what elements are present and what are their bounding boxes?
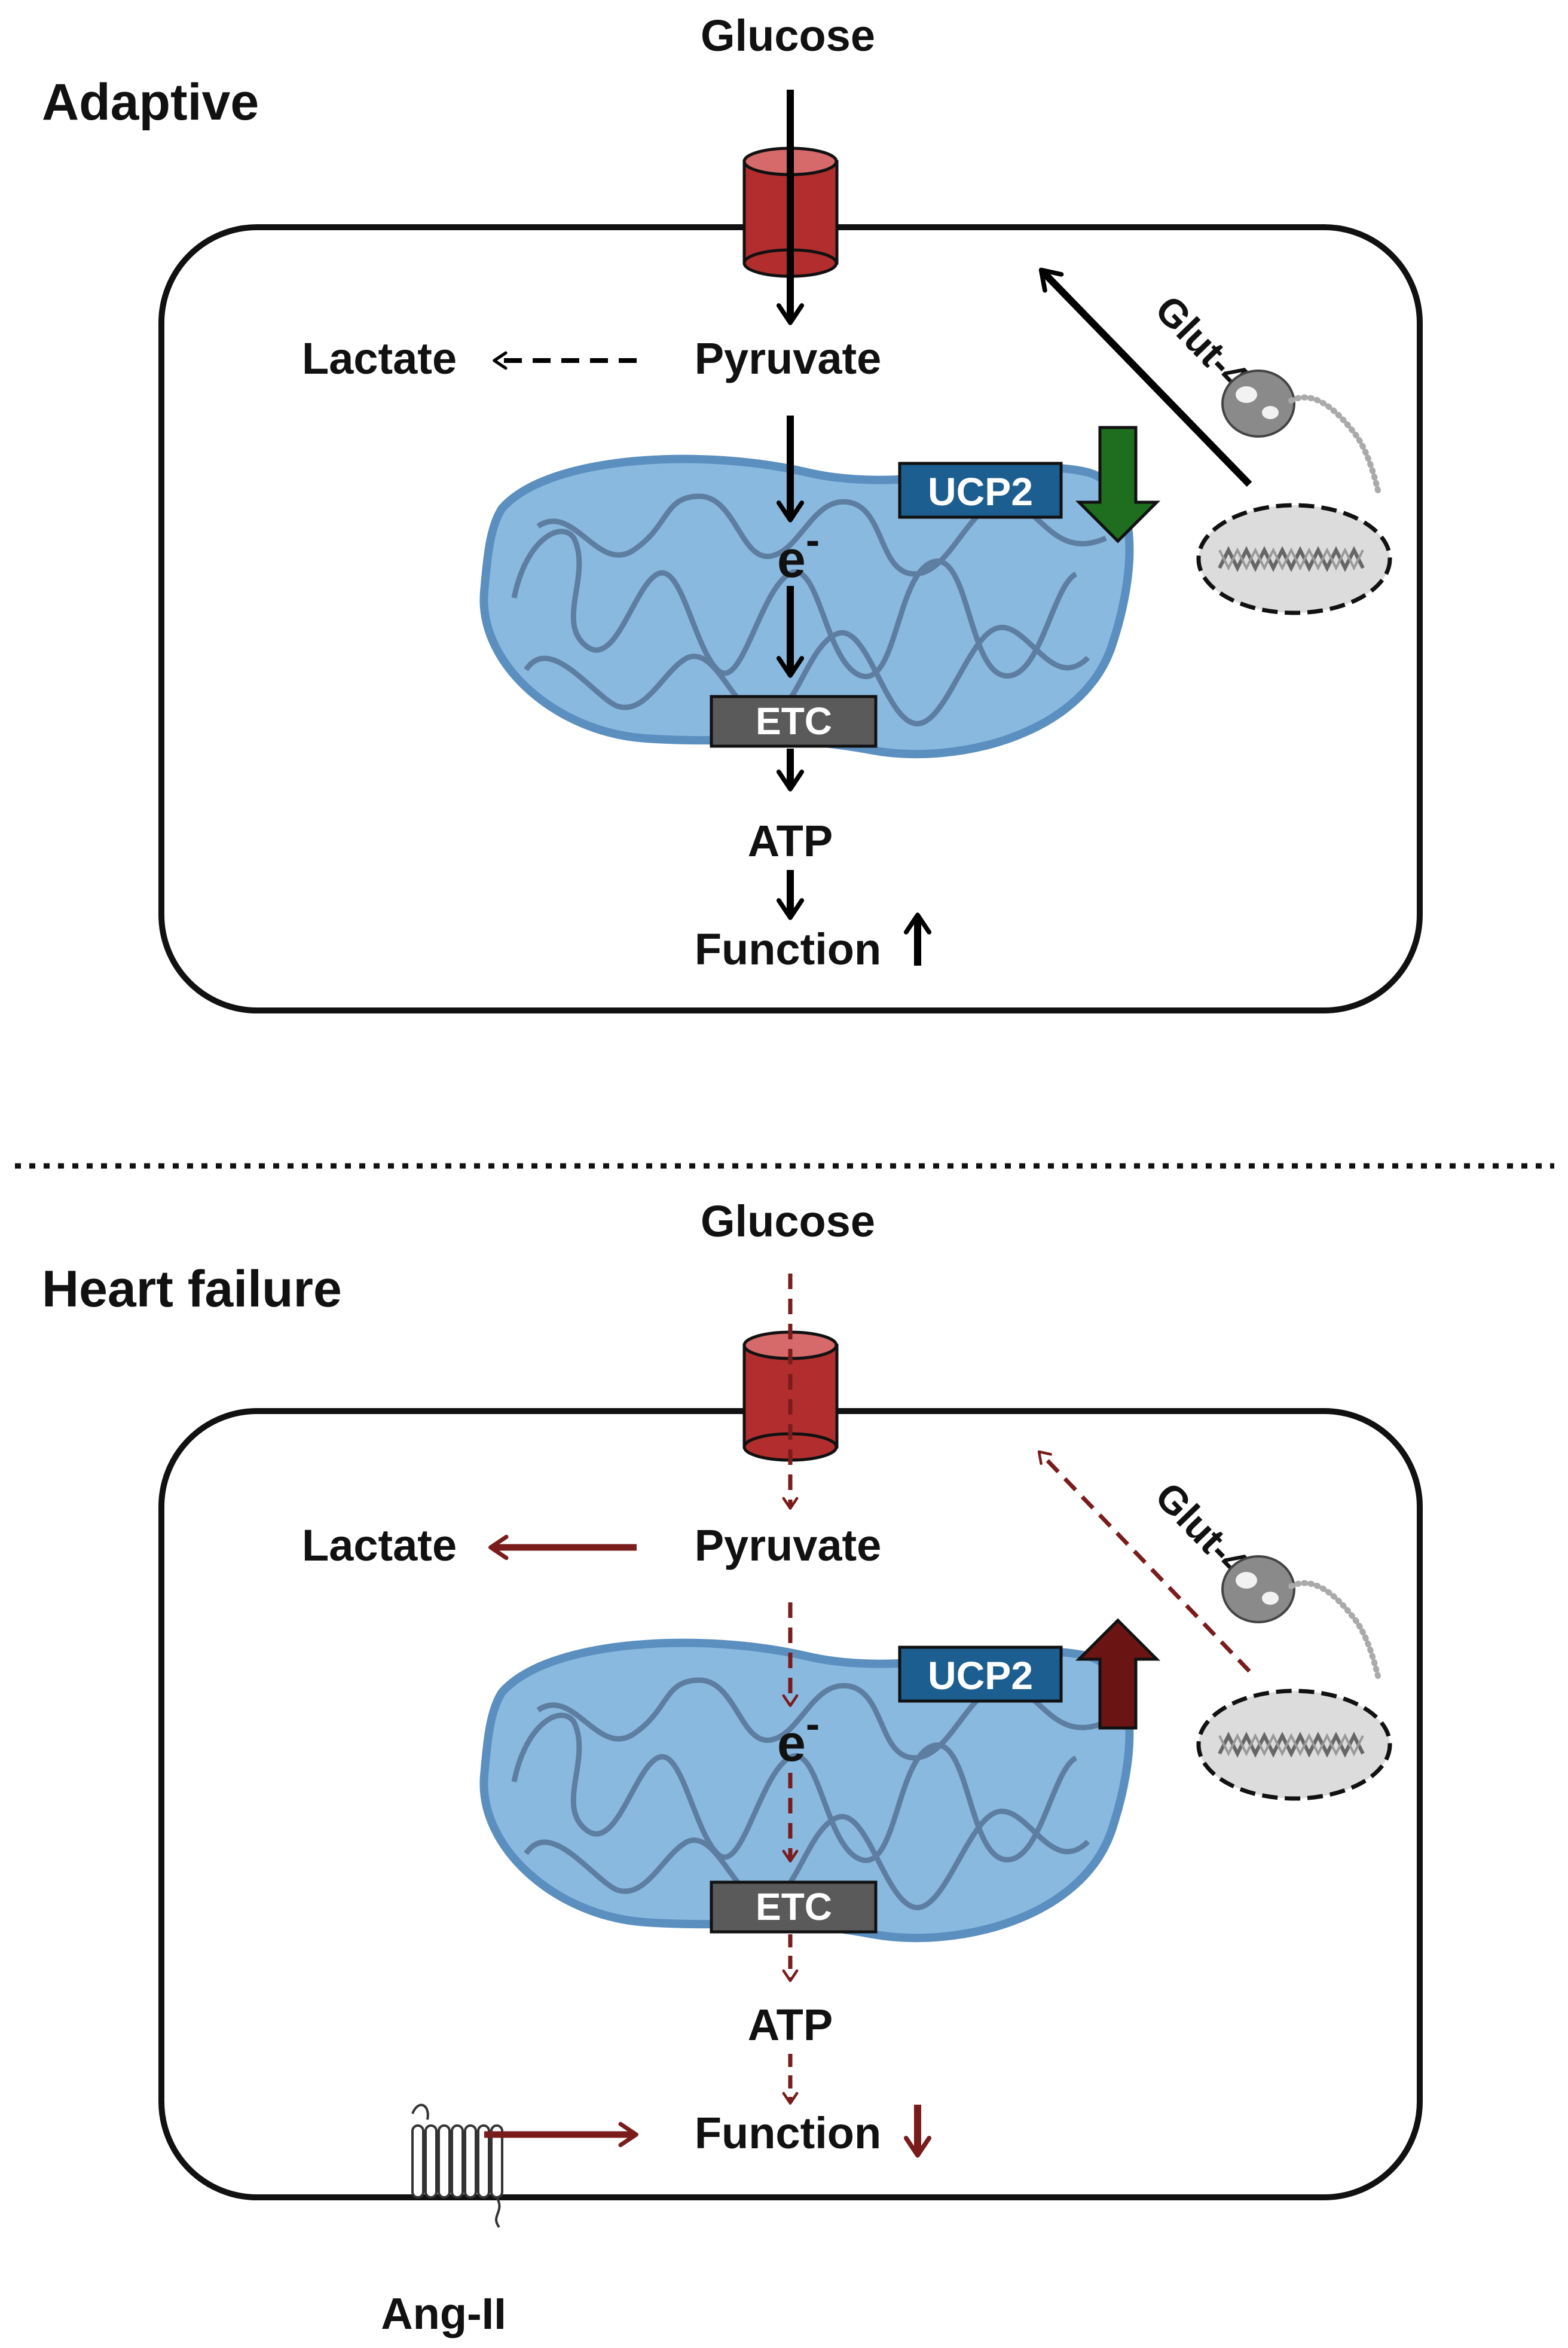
glut4-translocation-arrow xyxy=(1037,1450,1251,1673)
angii-receptor-icon xyxy=(411,2103,503,2228)
lactate-label: Lactate xyxy=(302,334,457,383)
ucp2-increase-arrow xyxy=(1075,1618,1161,1730)
electron-label: e- xyxy=(777,1700,820,1772)
etc-box xyxy=(710,695,878,748)
ribosome-icon xyxy=(1221,370,1381,493)
panel-adaptive: Adaptive Glucose UCP2 ETC Py xyxy=(42,11,1423,1013)
panel-title: Adaptive xyxy=(42,74,259,131)
atp-label: ATP xyxy=(748,816,833,866)
ucp2-box xyxy=(898,1645,1063,1703)
function-label: Function xyxy=(695,924,881,974)
glucose-label: Glucose xyxy=(701,11,875,60)
ribosome-icon xyxy=(1221,1555,1381,1679)
electron-label: e- xyxy=(777,517,820,588)
panel-heart-failure: Heart failure Glucose UCP2 ETC Pyruvate … xyxy=(42,1196,1423,2338)
lactate-label: Lactate xyxy=(302,1520,457,1570)
glut4-translocation-arrow xyxy=(1038,267,1252,487)
glucose-label: Glucose xyxy=(701,1196,875,1246)
atp-label: ATP xyxy=(748,2000,833,2050)
etc-label: ETC xyxy=(756,1885,832,1928)
ucp2-decrease-arrow xyxy=(1075,426,1161,544)
nucleus-icon xyxy=(1196,503,1392,615)
function-label: Function xyxy=(695,2108,881,2158)
pyruvate-label: Pyruvate xyxy=(695,334,882,383)
mitochondrion xyxy=(479,1638,1134,1943)
nucleus-icon xyxy=(1196,1689,1392,1801)
angii-label: Ang-II xyxy=(381,2289,506,2338)
pyruvate-label: Pyruvate xyxy=(695,1520,882,1570)
etc-box xyxy=(710,1880,878,1934)
ucp2-box xyxy=(898,462,1063,519)
glucose-transporter xyxy=(742,1330,839,1462)
etc-label: ETC xyxy=(756,700,832,743)
ucp2-label: UCP2 xyxy=(928,1653,1033,1697)
panel-title: Heart failure xyxy=(42,1260,342,1318)
ucp2-label: UCP2 xyxy=(928,469,1033,514)
mitochondrion xyxy=(479,454,1134,759)
